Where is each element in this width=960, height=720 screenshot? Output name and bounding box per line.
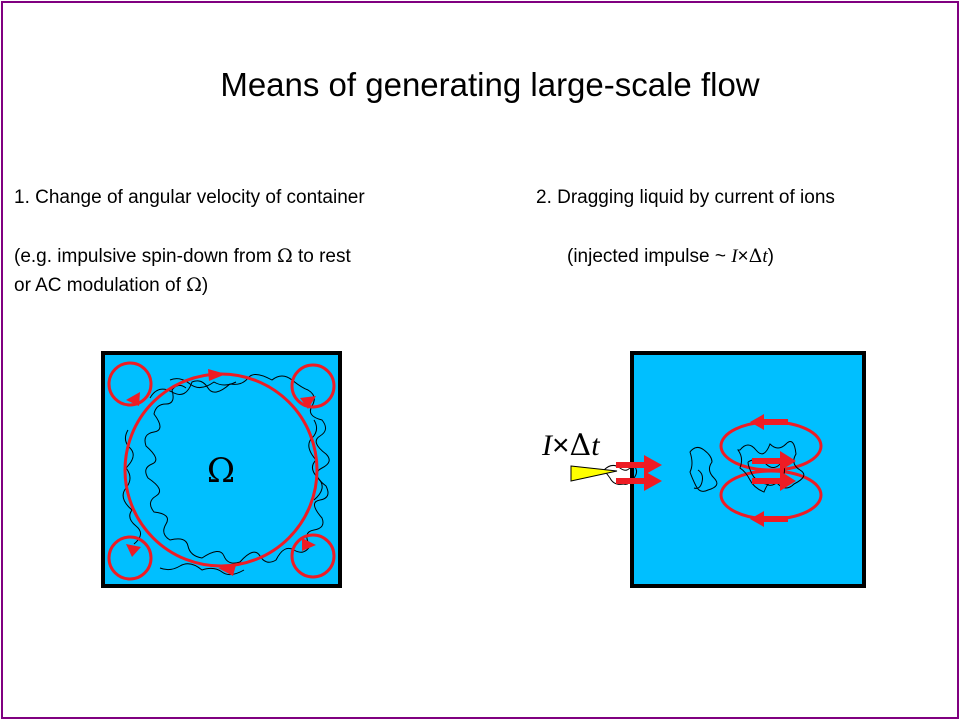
left-container-diagram: Ω [101,351,342,588]
impulse-times: × [737,246,749,267]
ion-injector [570,465,618,482]
circulation-arrow-top [208,369,226,381]
current-arrow-shaft-2 [616,478,646,484]
impulse-suffix: ) [767,246,774,267]
impulse-prefix: (injected impulse ~ [567,246,732,267]
omega-symbol: Ω [276,245,293,267]
right-container [630,351,866,588]
ring-arrow-shaft-lower [762,516,788,522]
current-arrow-head-1 [644,455,662,475]
method1-example-line2: or AC modulation of Ω) [14,274,208,297]
left-container [101,351,342,588]
impulse-current: I [731,246,738,267]
ring-arrow-upper [750,414,764,430]
vortex-arrow-top-right [300,396,316,409]
current-arrow-shaft-1 [616,462,646,468]
ring-arrow-lower [750,511,764,527]
vortex-arrow-top-left [126,392,140,406]
impulse-label: I×Δt [541,428,600,463]
method1-example-line1: (e.g. impulsive spin-down from Ω to rest [14,245,351,268]
circulation-arrow-bottom [218,565,236,576]
method2-heading: 2. Dragging liquid by current of ions [536,187,835,208]
method1-example-text-d: ) [201,275,209,296]
method1-heading: 1. Change of angular velocity of contain… [14,187,365,208]
method1-example-text-a: (e.g. impulsive spin-down from [14,246,277,267]
current-arrow-head-4 [780,471,796,491]
current-arrow-shaft-4 [752,478,782,484]
slide-title: Means of generating large-scale flow [220,66,760,103]
omega-symbol: Ω [186,274,202,296]
right-container-diagram: I×Δt [541,351,866,588]
impulse-label-delta: Δ [570,428,592,463]
impulse-label-time: t [591,429,600,462]
current-arrow-head-2 [644,471,662,491]
vortex-arrow-bottom-left [126,544,141,557]
left-vortex-tangle [144,374,330,564]
omega-label: Ω [207,451,235,491]
ring-arrow-shaft-upper [762,419,788,425]
method2-impulse-note: (injected impulse ~ I×Δt) [567,245,774,268]
method1-example-text-b: to rest [292,246,351,267]
impulse-time: t [762,246,768,267]
method1-example-text-c: or AC modulation of [14,275,187,296]
corner-vortex-bottom-right [290,533,336,579]
right-tangle-left [689,446,718,492]
corner-vortex-top-right [290,363,336,409]
current-arrow-shaft-3 [752,458,782,464]
corner-vortex-bottom-left [107,535,153,581]
vortex-arrow-bottom-right [302,538,316,551]
impulse-label-times: × [552,429,570,462]
impulse-delta: Δ [748,245,763,267]
corner-vortex-top-left [107,361,153,407]
current-arrow-head-3 [780,451,796,471]
impulse-label-current: I [541,429,554,462]
